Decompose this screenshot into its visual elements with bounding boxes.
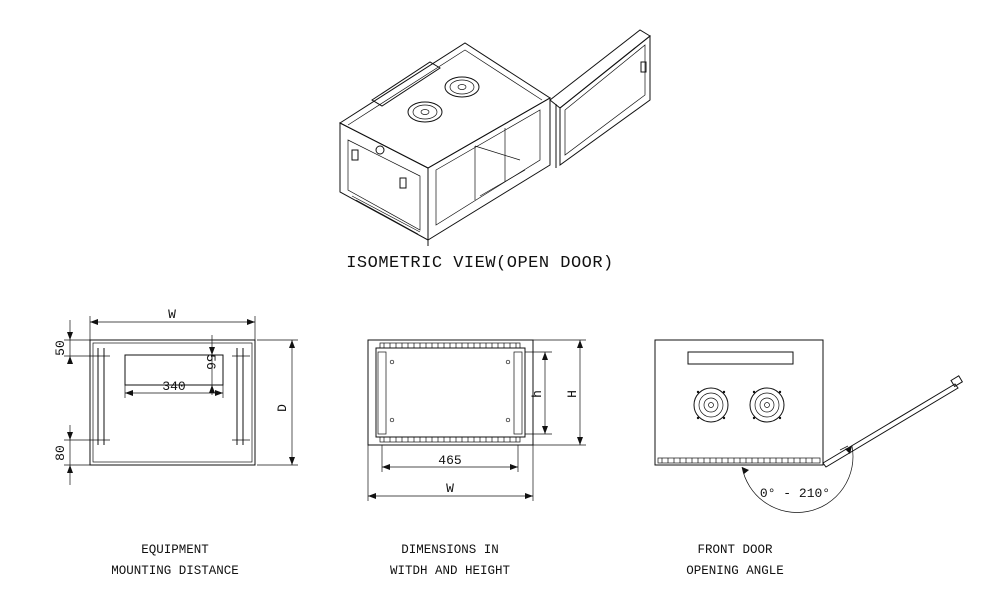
door-angle-caption: FRONT DOOR OPENING ANGLE: [615, 540, 855, 582]
open-door: [822, 375, 964, 468]
dimensions-caption-line1: DIMENSIONS IN: [401, 543, 499, 557]
slot-width-label: 340: [162, 379, 185, 394]
open-door: [549, 29, 651, 168]
equipment-mounting-caption: EQUIPMENT MOUNTING DISTANCE: [55, 540, 295, 582]
door-caption-line1: FRONT DOOR: [697, 543, 773, 557]
top-offset-label: 50: [53, 340, 68, 356]
angle-range-label: 0° - 210°: [760, 486, 830, 501]
cable-slot-icon: [371, 61, 441, 107]
fan-icon: [693, 387, 729, 423]
dimensions-caption: DIMENSIONS IN WITDH AND HEIGHT: [330, 540, 570, 582]
lock-icon: [375, 145, 385, 155]
door-angle-view: 0° - 210°: [654, 339, 964, 513]
equipment-caption-line1: EQUIPMENT: [141, 543, 209, 557]
height-label: H: [565, 390, 580, 398]
mount-width-label: W: [168, 307, 176, 322]
front-dimension-view: h H 465 W: [367, 339, 586, 501]
bottom-offset-label: 80: [53, 445, 68, 461]
dimensions-caption-line2: WITDH AND HEIGHT: [389, 564, 511, 578]
inner-height-label: h: [530, 390, 545, 398]
isometric-cabinet: [338, 29, 651, 246]
mounting-view: W D 50 80 56 340: [53, 307, 298, 485]
front-width-label: W: [446, 481, 454, 496]
hinge-icon: [950, 375, 964, 388]
fan-icon: [749, 387, 785, 423]
slot-height-label: 56: [203, 354, 218, 370]
door-caption-line2: OPENING ANGLE: [686, 564, 784, 578]
mount-depth-label: D: [275, 404, 290, 412]
fan-icon: [444, 76, 480, 98]
isometric-view-title: ISOMETRIC VIEW(OPEN DOOR): [346, 254, 614, 273]
cable-slot-icon: [687, 351, 794, 365]
equipment-caption-line2: MOUNTING DISTANCE: [111, 564, 239, 578]
fan-icon: [407, 101, 443, 123]
rail-width-label: 465: [438, 453, 461, 468]
